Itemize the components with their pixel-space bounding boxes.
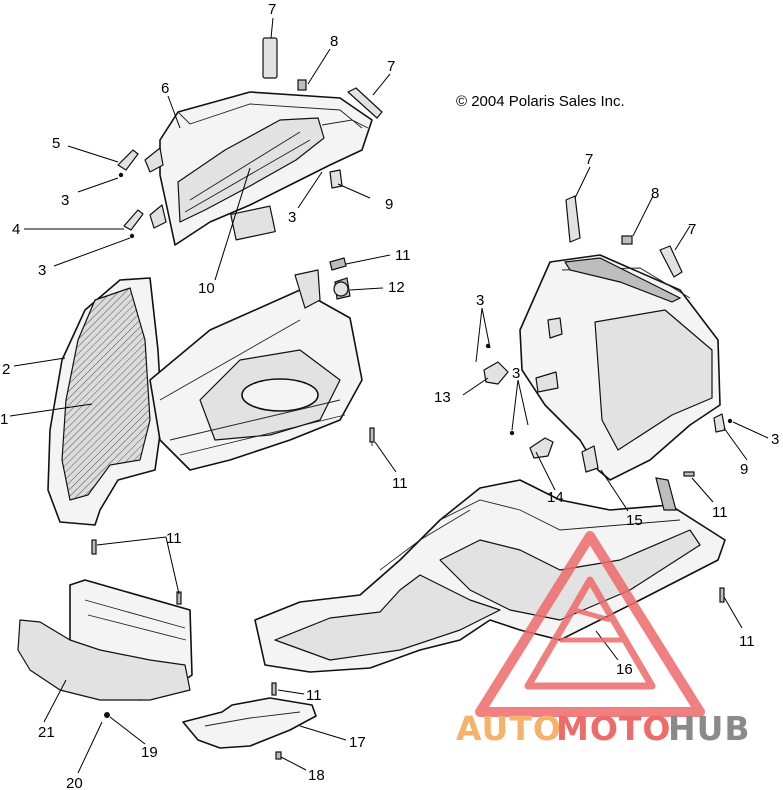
part-21-footwell bbox=[17, 579, 193, 718]
callout-1: 1 bbox=[0, 411, 8, 428]
watermark-moto: MOTO bbox=[556, 709, 671, 748]
callout-2: 2 bbox=[2, 361, 10, 378]
part-6-rear-storage-cover bbox=[159, 91, 373, 246]
callout-3: 3 bbox=[476, 292, 484, 309]
callout-12: 12 bbox=[388, 279, 405, 296]
callout-7: 7 bbox=[268, 1, 276, 18]
part-1-front-cab-floor bbox=[47, 269, 363, 526]
leader-lines bbox=[9, 17, 769, 774]
callout-3: 3 bbox=[512, 365, 520, 382]
part-17-skid-plate bbox=[182, 697, 317, 760]
callout-8: 8 bbox=[330, 33, 338, 50]
part-7-8-clips-right bbox=[565, 195, 733, 433]
callout-13: 13 bbox=[434, 389, 451, 406]
watermark-hub: HUB bbox=[668, 709, 751, 748]
callout-5: 5 bbox=[52, 135, 60, 152]
copyright-notice: © 2004 Polaris Sales Inc. bbox=[456, 93, 625, 110]
brackets-4-5 bbox=[117, 147, 167, 239]
callout-9: 9 bbox=[385, 196, 393, 213]
callout-6: 6 bbox=[161, 80, 169, 97]
part-13-14-brackets bbox=[483, 343, 559, 459]
callout-11: 11 bbox=[712, 504, 728, 521]
callout-7: 7 bbox=[585, 151, 593, 168]
callout-3: 3 bbox=[38, 262, 46, 279]
callout-11: 11 bbox=[739, 633, 755, 650]
callout-18: 18 bbox=[308, 767, 325, 784]
callout-11: 11 bbox=[395, 247, 411, 264]
callout-21: 21 bbox=[38, 724, 55, 741]
callout-11: 11 bbox=[392, 475, 408, 492]
callout-16: 16 bbox=[616, 661, 633, 678]
watermark-auto: AUTO bbox=[456, 709, 562, 748]
callout-9: 9 bbox=[740, 461, 748, 478]
callout-7: 7 bbox=[387, 58, 395, 75]
callout-11: 11 bbox=[166, 530, 182, 547]
callout-17: 17 bbox=[349, 734, 366, 751]
callout-14: 14 bbox=[547, 489, 564, 506]
watermark-logo bbox=[475, 531, 705, 717]
callout-3: 3 bbox=[61, 192, 69, 209]
part-11-pins bbox=[91, 427, 725, 696]
callout-10: 10 bbox=[198, 280, 215, 297]
callout-11: 11 bbox=[306, 687, 322, 704]
callout-3: 3 bbox=[771, 431, 779, 448]
callout-3: 3 bbox=[288, 209, 296, 226]
callout-19: 19 bbox=[141, 744, 158, 761]
watermark-triangle-icon bbox=[475, 531, 705, 717]
part-15-front-cab bbox=[519, 254, 721, 481]
watermark-wordmark: AUTO MOTO HUB bbox=[456, 709, 751, 748]
callout-20: 20 bbox=[66, 775, 83, 790]
callout-8: 8 bbox=[651, 185, 659, 202]
part-12-plug bbox=[329, 257, 373, 446]
callout-15: 15 bbox=[626, 512, 643, 529]
callout-7: 7 bbox=[688, 221, 696, 238]
part-7-clips-top bbox=[262, 37, 383, 189]
callout-4: 4 bbox=[12, 221, 20, 238]
